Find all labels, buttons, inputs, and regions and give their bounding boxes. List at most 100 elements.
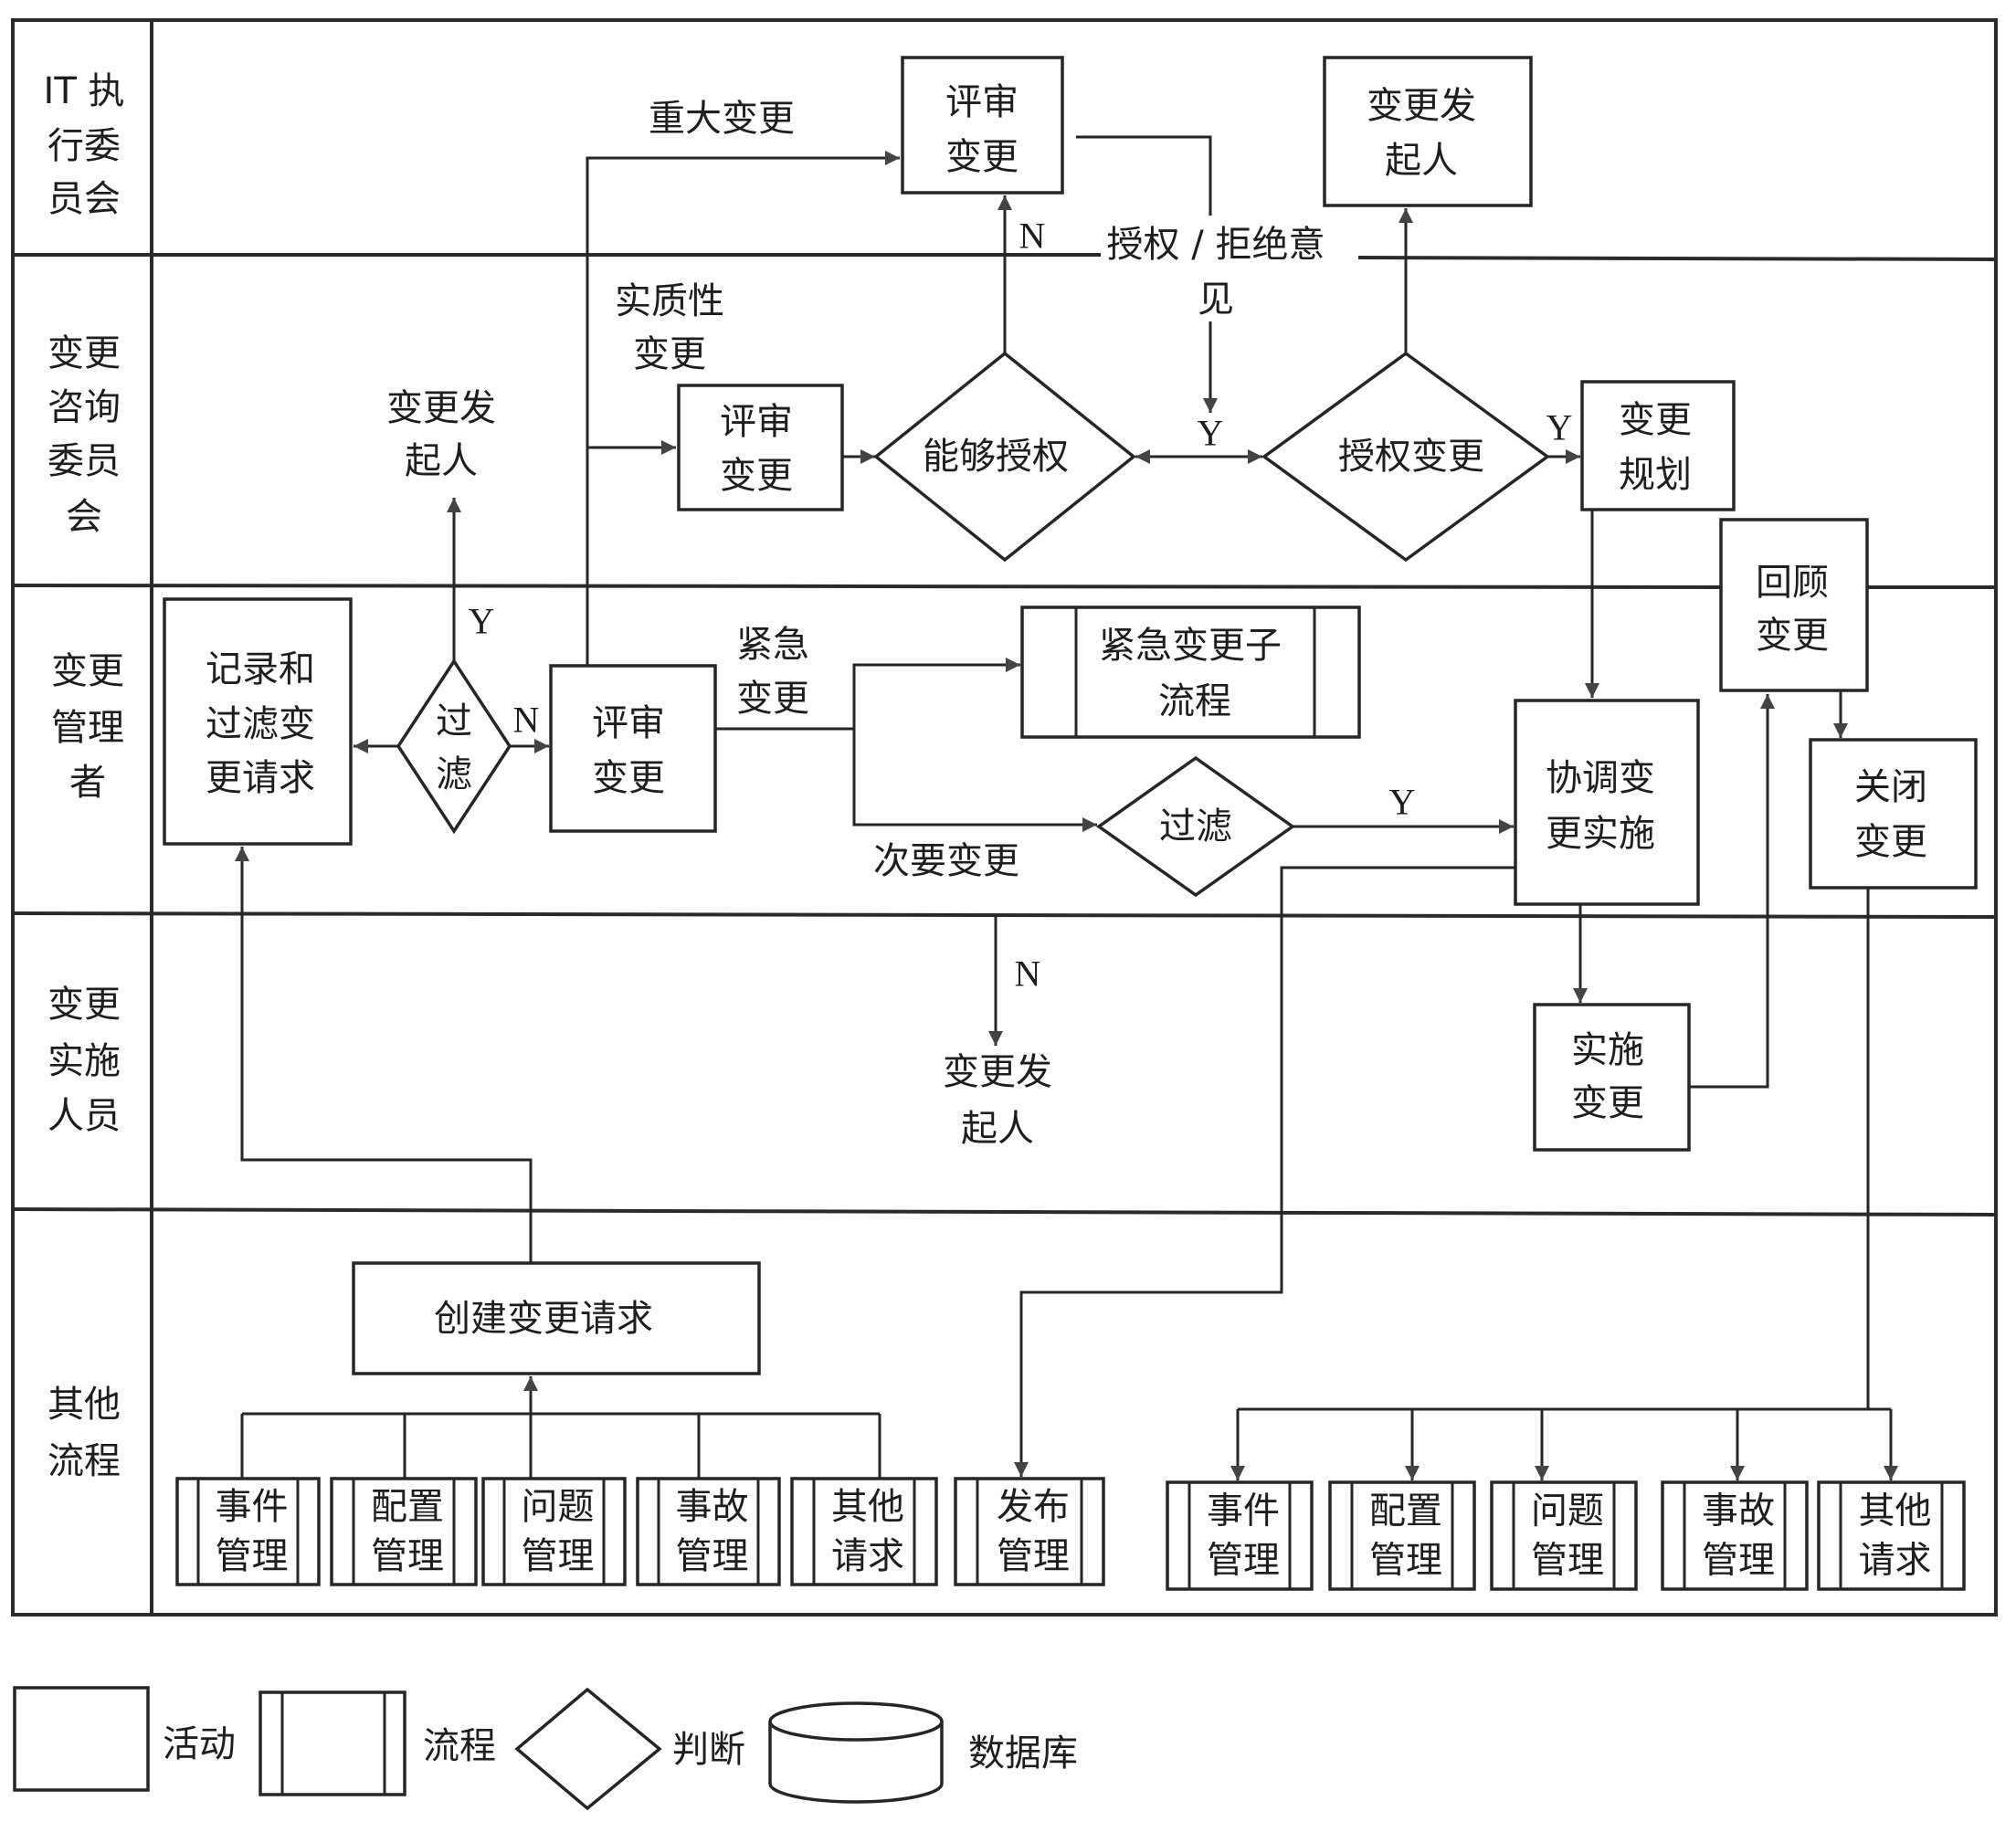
node-text: 关闭 — [1854, 766, 1927, 808]
lane-label-line: 管理 — [51, 707, 124, 749]
label-originator-impl: 起人 — [961, 1108, 1034, 1150]
node-text: 紧急变更子 — [1099, 625, 1282, 667]
process-text: 管理 — [371, 1535, 444, 1577]
lane-label-change-manager: 变更 管理 者 — [51, 650, 124, 804]
edge-label-n: N — [513, 700, 540, 741]
lane-label-other-processes: 其他 流程 — [47, 1384, 121, 1482]
outer-border — [11, 18, 1998, 1617]
line-exec-review-to-opinion — [1076, 135, 1212, 216]
node-originator-exec[interactable]: 变更发 起人 — [1323, 56, 1533, 207]
process-text: 事故 — [676, 1486, 749, 1528]
node-review-post-implementation[interactable]: 回顾 变更 — [1719, 518, 1869, 692]
label-originator-impl: 变更发 — [943, 1051, 1052, 1093]
arrow-emergency-change — [715, 658, 1020, 731]
edge-label-y: Y — [1546, 407, 1573, 448]
lane-label-line: 行委 — [47, 125, 121, 167]
lane-label-line: 人员 — [47, 1095, 121, 1137]
node-review-cab[interactable]: 评审 变更 — [677, 384, 844, 511]
lane-label-line: 变更 — [47, 332, 121, 374]
node-filter-2[interactable]: 过滤 — [1095, 755, 1296, 898]
arrow-implement-to-review — [1689, 694, 1775, 1089]
legend-process: 流程 — [259, 1690, 496, 1796]
lane-divider-2a — [12, 584, 1736, 589]
node-close-change[interactable]: 关闭 变更 — [1809, 738, 1978, 890]
node-text: 变更 — [1619, 399, 1692, 441]
label-originator-cab: 变更发 — [386, 387, 496, 429]
node-text: 滤 — [436, 753, 472, 795]
process-text: 配置 — [1369, 1490, 1442, 1532]
node-text: 变更 — [592, 757, 665, 799]
process-text: 问题 — [522, 1486, 595, 1528]
process-text: 其他 — [831, 1486, 904, 1528]
label-minor-change: 次要变更 — [873, 840, 1019, 882]
node-text: 更请求 — [206, 757, 315, 799]
edge-label-n: N — [1015, 953, 1041, 995]
node-text: 创建变更请求 — [434, 1298, 653, 1340]
node-text: 变更 — [720, 455, 793, 497]
lane-labels: IT 执 行委 员会 变更 咨询 委员 会 变更 管理 者 变更 实施 人员 其… — [44, 70, 125, 1482]
node-text: 实施 — [1571, 1029, 1644, 1071]
node-text: 协调变 — [1546, 757, 1655, 799]
node-review-manager[interactable]: 评审 变更 — [549, 664, 717, 833]
node-text: 评审 — [592, 702, 665, 744]
node-emergency-subprocess[interactable]: 紧急变更子 流程 — [1020, 606, 1361, 739]
activity-shape-icon — [13, 1686, 150, 1792]
process-text: 事件 — [1207, 1490, 1280, 1532]
lane-divider-3 — [12, 911, 1997, 919]
process-text: 请求 — [831, 1535, 904, 1577]
process-text: 管理 — [522, 1535, 595, 1577]
node-record-filter-request[interactable]: 记录和 过滤变 更请求 — [163, 597, 353, 846]
node-authorize-change[interactable]: 授权变更 — [1261, 351, 1550, 563]
edge-label-y: Y — [1389, 782, 1416, 823]
node-can-authorize[interactable]: 能够授权 — [873, 351, 1136, 563]
node-create-change-request[interactable]: 创建变更请求 — [352, 1261, 761, 1375]
node-text: 变更发 — [1367, 85, 1476, 127]
label-substantive-change: 变更 — [633, 333, 706, 375]
legend-label: 判断 — [672, 1729, 745, 1771]
process-text: 请求 — [1859, 1540, 1932, 1582]
process-text: 管理 — [216, 1535, 289, 1577]
node-text: 回顾 — [1756, 562, 1829, 604]
node-text: 流程 — [1158, 680, 1231, 722]
lane-divider-4 — [12, 1207, 1997, 1216]
edge-label-y: Y — [1198, 413, 1224, 454]
node-text: 变更 — [1571, 1082, 1644, 1124]
node-text: 授权变更 — [1338, 436, 1484, 478]
lane-label-line: 其他 — [47, 1384, 121, 1426]
process-text: 管理 — [1702, 1540, 1775, 1582]
label-emergency-change: 变更 — [736, 678, 809, 720]
node-change-planning[interactable]: 变更 规划 — [1580, 380, 1736, 511]
process-shape-icon — [259, 1690, 406, 1796]
arrow-create-to-record — [235, 847, 533, 1263]
node-coordinate-implementation[interactable]: 协调变 更实施 — [1514, 699, 1700, 906]
legend-label: 数据库 — [968, 1732, 1078, 1775]
lane-label-change-advisory-board: 变更 咨询 委员 会 — [47, 332, 121, 538]
label-authorize-reject-opinion: 授权 / 拒绝意 — [1107, 224, 1325, 266]
legend-database: 数据库 — [768, 1701, 1078, 1804]
lane-label-line: 咨询 — [47, 386, 121, 428]
process-text: 管理 — [1207, 1540, 1280, 1582]
process-text: 其他 — [1859, 1490, 1932, 1532]
edge-labels: N Y Y Y N Y N — [469, 216, 1573, 995]
label-emergency-change: 紧急 — [736, 624, 809, 666]
arrow-major-change-to-exec-review — [586, 151, 900, 666]
node-implement-change[interactable]: 实施 变更 — [1533, 1003, 1691, 1152]
node-filter-1[interactable]: 过 滤 — [396, 658, 512, 835]
node-text: 能够授权 — [923, 436, 1069, 478]
lane-label-line: 流程 — [47, 1440, 121, 1482]
lane-label-change-implementer: 变更 实施 人员 — [47, 984, 121, 1137]
node-review-exec[interactable]: 评审 变更 — [901, 56, 1064, 195]
